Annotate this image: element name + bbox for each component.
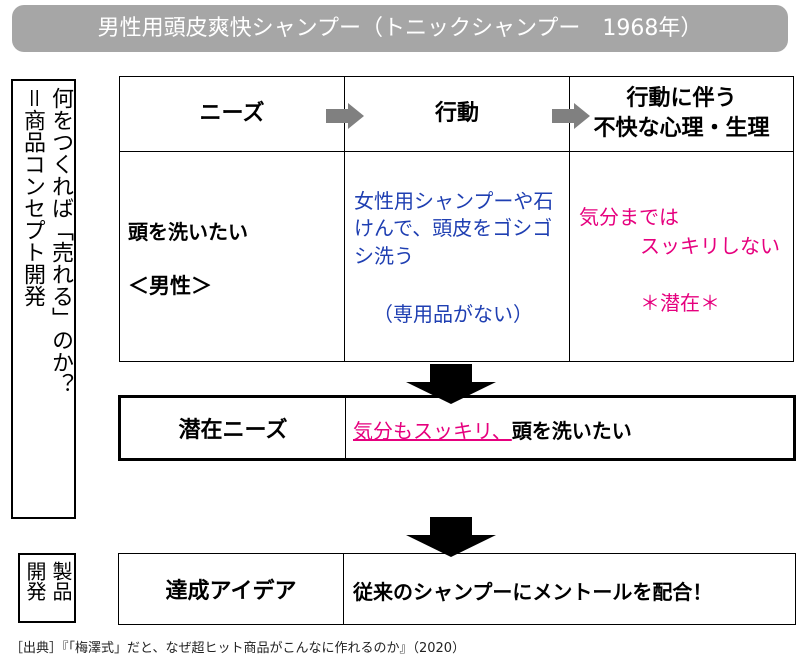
arrow-right-icon	[326, 103, 366, 129]
latent-row-divider	[345, 398, 346, 458]
achieve-idea-row: 達成アイデア 従来のシャンプーにメントールを配合！	[118, 553, 796, 625]
column-divider-2	[569, 77, 570, 361]
latent-rest: 頭を洗いたい	[511, 419, 632, 443]
feeling-cell: 気分までは スッキリしない ＊潜在＊	[570, 152, 793, 361]
dev-label-product: 製品	[49, 561, 73, 601]
arrow-right-icon	[552, 103, 592, 129]
side-label-question: 何をつくれば「売れる」のか？	[48, 87, 73, 395]
achieve-row-divider	[343, 554, 344, 624]
dev-label-development: 開発	[23, 561, 47, 601]
latent-needs-label: 潜在ニーズ	[178, 418, 288, 443]
header-needs: ニーズ	[199, 101, 265, 126]
achieve-idea-label: 達成アイデア	[165, 579, 297, 604]
needs-cell: 頭を洗いたい ＜男性＞	[120, 152, 344, 361]
needs-target: ＜男性＞	[128, 274, 212, 298]
latent-marker: ＊潜在＊	[640, 291, 720, 315]
header-feeling-line2: 不快な心理・生理	[593, 116, 770, 141]
source-citation: ［出典］『「梅澤式」だと、なぜ超ヒット商品がこんなに作れるのか』（2020）	[10, 641, 466, 656]
header-feeling: 行動に伴う 不快な心理・生理	[570, 77, 793, 151]
header-action: 行動	[434, 101, 479, 126]
latent-needs-row: 潜在ニーズ 気分もスッキリ、頭を洗いたい	[118, 395, 796, 461]
achieve-idea-text: 従来のシャンプーにメントールを配合！	[353, 580, 713, 604]
arrow-down-icon	[406, 517, 496, 557]
action-line1: 女性用シャンプーや石	[354, 189, 554, 213]
concept-side-label: 何をつくれば「売れる」のか？ ＝商品コンセプト開発	[11, 79, 76, 519]
latent-needs-text: 気分もスッキリ、頭を洗いたい	[353, 415, 632, 444]
header-divider	[120, 151, 793, 152]
header-feeling-line1: 行動に伴う	[626, 86, 737, 111]
action-line3: シ洗う	[354, 244, 414, 268]
action-cell: 女性用シャンプーや石 けんで、頭皮をゴシゴ シ洗う （専用品がない）	[345, 152, 569, 361]
concept-table: ニーズ 行動 行動に伴う 不快な心理・生理 頭を洗いたい ＜男性＞ 女性用シャン…	[119, 76, 794, 362]
latent-highlight: 気分もスッキリ、	[353, 419, 512, 443]
product-dev-label: 製品 開発	[18, 553, 76, 623]
feeling-line1: 気分までは	[579, 205, 679, 229]
needs-text: 頭を洗いたい	[128, 220, 248, 244]
column-divider-1	[344, 77, 345, 361]
arrow-down-icon	[406, 364, 496, 404]
action-note: （専用品がない）	[373, 302, 533, 326]
side-label-concept: ＝商品コンセプト開発	[20, 87, 45, 308]
action-line2: けんで、頭皮をゴシゴ	[354, 216, 553, 240]
page-title: 男性用頭皮爽快シャンプー（トニックシャンプー 1968年）	[12, 5, 788, 52]
feeling-line2: スッキリしない	[640, 234, 780, 258]
